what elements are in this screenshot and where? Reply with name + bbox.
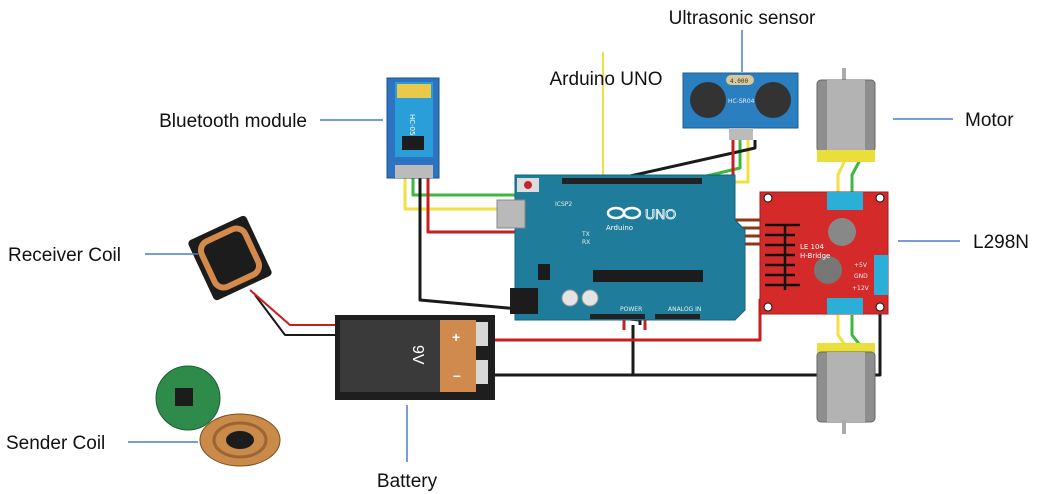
bt-model-text: HC-05 bbox=[408, 114, 416, 136]
hbridge-gnd-text: GND bbox=[854, 273, 868, 280]
terminal-power bbox=[874, 255, 888, 295]
analog-header bbox=[655, 314, 700, 319]
wire-black-battery bbox=[487, 310, 882, 377]
receiver-coil bbox=[188, 215, 272, 301]
rx-label: RX bbox=[582, 239, 590, 246]
wire-black-coil bbox=[254, 294, 340, 336]
label-arduino-uno: Arduino UNO bbox=[550, 69, 663, 90]
wire-motor-bot-yellow bbox=[836, 315, 847, 346]
ultrasonic-sensor: 4.000 HC-SR04 bbox=[682, 72, 799, 140]
reset-button-cap bbox=[524, 181, 532, 189]
transducer-left bbox=[690, 82, 726, 118]
sensor-display-text: 4.000 bbox=[730, 78, 748, 85]
hbridge-model-text: LE 104 bbox=[800, 243, 824, 251]
hbridge-name-text: H-Bridge bbox=[800, 252, 830, 260]
heatsink-fins bbox=[765, 223, 800, 290]
electrolytic-cap bbox=[814, 256, 842, 284]
microcontroller-chip bbox=[593, 270, 703, 282]
usb-port bbox=[496, 199, 526, 229]
l298n-board: LE 104 H-Bridge +5V GND +12V bbox=[759, 191, 889, 315]
heatsink-cap bbox=[828, 218, 856, 246]
wire-motor-bot-green bbox=[850, 315, 862, 346]
wire-motor-top-green bbox=[850, 159, 862, 195]
capacitor-1 bbox=[561, 289, 579, 307]
battery-voltage-text: 9V bbox=[409, 345, 426, 365]
leader-lines bbox=[128, 30, 960, 462]
wire-black-sensor-gnd bbox=[611, 140, 757, 182]
label-l298n: L298N bbox=[973, 232, 1029, 253]
terminal-top bbox=[827, 192, 863, 210]
sensor-model-text: HC-SR04 bbox=[728, 98, 755, 105]
capacitor-2 bbox=[581, 289, 599, 307]
sensor-crystal bbox=[726, 75, 754, 85]
wire-motor-top-yellow bbox=[836, 159, 847, 195]
motor-top bbox=[816, 68, 876, 162]
analog-label: ANALOG IN bbox=[668, 306, 701, 313]
battery-minus-text: – bbox=[453, 367, 461, 383]
arduino-brand-text: Arduino bbox=[606, 224, 633, 232]
tx-label: TX bbox=[581, 231, 590, 238]
transducer-right bbox=[755, 82, 791, 118]
regulator bbox=[538, 264, 550, 280]
label-receiver-coil: Receiver Coil bbox=[8, 245, 121, 266]
labels: Ultrasonic sensor Arduino UNO Bluetooth … bbox=[6, 8, 1029, 492]
arduino-uno-logo-text: UNO bbox=[645, 206, 676, 222]
icsp-label: ICSP2 bbox=[555, 201, 572, 208]
bt-antenna bbox=[397, 84, 431, 98]
bt-pins bbox=[395, 165, 433, 178]
label-sender-coil: Sender Coil bbox=[6, 433, 105, 454]
sender-coil bbox=[155, 365, 281, 467]
arduino-uno-board: UNO Arduino TX RX ICSP2 POWER ANALOG IN bbox=[496, 174, 746, 321]
label-battery: Battery bbox=[377, 471, 438, 492]
hbridge-12v-text: +12V bbox=[852, 285, 870, 292]
motor-bottom bbox=[816, 343, 876, 434]
power-header bbox=[590, 314, 645, 319]
digital-header bbox=[562, 178, 702, 184]
arduino-logo: UNO Arduino bbox=[606, 206, 677, 232]
sensor-pins bbox=[729, 128, 753, 140]
hbridge-5v-text: +5V bbox=[854, 262, 868, 269]
label-motor: Motor bbox=[965, 110, 1014, 131]
battery-plus-text: + bbox=[452, 329, 460, 345]
bt-chip bbox=[402, 136, 424, 150]
terminal-bottom bbox=[827, 298, 863, 314]
dc-jack bbox=[510, 288, 538, 314]
bluetooth-module: HC-05 bbox=[386, 77, 440, 179]
wire-red-coil bbox=[249, 289, 340, 326]
label-ultrasonic-sensor: Ultrasonic sensor bbox=[669, 8, 816, 29]
label-bluetooth-module: Bluetooth module bbox=[159, 111, 307, 132]
battery-9v: + – 9V bbox=[335, 315, 495, 400]
power-label: POWER bbox=[620, 306, 642, 313]
